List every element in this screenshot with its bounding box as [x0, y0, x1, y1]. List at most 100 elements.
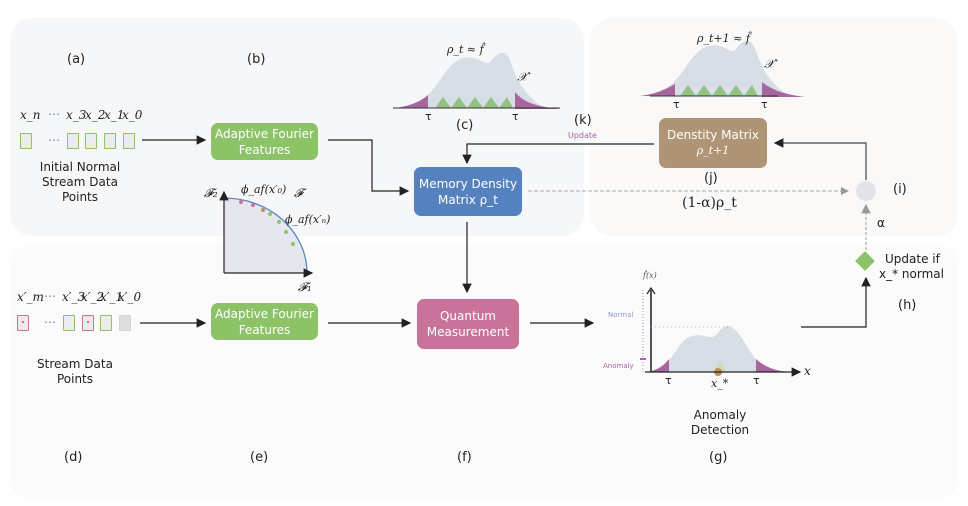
label-e: (e) — [250, 450, 269, 465]
density-c-title: ρ_t ≈ f̂ — [447, 43, 484, 56]
density-j-space: 𝒳′ — [764, 57, 778, 71]
data-point-normal — [123, 133, 135, 149]
arrow-detection-to-decision — [801, 276, 871, 328]
density-c-tau-right: τ — [512, 110, 519, 123]
box-line: Measurement — [426, 325, 510, 339]
stream-caption: Stream Data Points — [20, 357, 130, 387]
series-label: x′_m — [17, 290, 44, 304]
box-line: Denstity Matrix — [667, 128, 759, 142]
box-line: Adaptive Fourier — [215, 306, 314, 321]
phi-xn-label: ϕ_af(x′ₙ) — [285, 213, 331, 226]
density-plot-c — [393, 52, 560, 109]
data-point-normal — [20, 133, 32, 149]
anomaly-x-axis-label: x — [804, 364, 811, 378]
arrow-combine-to-density — [773, 138, 867, 180]
series-label: x′_1 — [100, 290, 124, 304]
box-line: Matrix ρ_t — [438, 192, 498, 207]
box-line: Features — [238, 322, 291, 337]
anomaly-detection-caption: Anomaly Detection — [680, 408, 760, 438]
density-j-tau-left: τ — [673, 98, 680, 111]
label-d: (d) — [64, 450, 83, 465]
anomaly-plot — [640, 286, 802, 377]
label-j: (j) — [704, 171, 718, 186]
arrow-density-to-memory — [462, 143, 654, 165]
label-h: (h) — [898, 298, 917, 313]
series-label: x′_2 — [81, 290, 105, 304]
caption-line: x_* normal — [879, 267, 944, 281]
feature-point — [251, 203, 255, 207]
caption-line: Anomaly — [693, 408, 747, 422]
caption-line: Detection — [690, 423, 750, 437]
feature-space-plot — [219, 190, 314, 278]
box-line: ρ_t+1 — [696, 144, 730, 157]
density-matrix-update-box[interactable]: Denstity Matrix ρ_t+1 — [659, 118, 767, 168]
data-point-unknown — [119, 315, 131, 331]
feature-point — [291, 242, 295, 246]
alpha-label: α — [877, 216, 885, 230]
feature-axis-x: 𝓕₁ — [298, 280, 312, 294]
label-a: (a) — [67, 52, 86, 67]
box-line: Features — [238, 142, 291, 157]
phi-x0-label: ϕ_af(x′₀) — [241, 183, 287, 196]
caption-line: Initial Normal — [39, 160, 121, 174]
box-line: Adaptive Fourier — [215, 126, 314, 141]
update-panel — [590, 18, 958, 236]
feature-point — [284, 230, 288, 234]
anomaly-y-axis-label: f̂(x) — [643, 271, 657, 280]
series-label: x_2 — [85, 108, 106, 122]
data-point-normal — [63, 315, 75, 331]
series-label: x_0 — [122, 108, 143, 122]
series-label: x′_3 — [62, 290, 86, 304]
anomaly-tau-right: τ — [753, 374, 760, 387]
density-plot-j — [640, 40, 805, 97]
caption-line: Points — [61, 190, 99, 204]
feature-point — [261, 208, 265, 212]
feature-point — [268, 212, 272, 216]
box-line: Quantum — [439, 309, 496, 323]
points-ellipsis: … — [44, 312, 56, 326]
feature-point — [277, 220, 281, 224]
feature-point — [239, 200, 243, 204]
density-c-space: 𝒳′ — [517, 70, 531, 84]
box-line: Memory Density — [418, 176, 518, 191]
caption-line: Points — [56, 372, 94, 386]
combine-node — [856, 181, 876, 201]
series-ellipsis: … — [44, 286, 56, 300]
label-i: (i) — [893, 182, 907, 197]
data-point-anomaly — [82, 315, 94, 331]
series-ellipsis: … — [48, 104, 60, 118]
data-point-anomaly — [17, 315, 29, 331]
decision-diamond — [855, 251, 875, 271]
label-c: (c) — [456, 118, 474, 133]
feature-axis-y: 𝓕₂ — [204, 186, 218, 200]
density-j-title: ρ_t+1 ≈ f̂ — [697, 32, 750, 45]
feature-space-label: 𝓕 — [294, 186, 303, 200]
decision-caption: Update if x_* normal — [879, 252, 949, 282]
normal-label: Normal — [608, 311, 634, 319]
test-point-label: x_* — [711, 377, 729, 390]
series-label: x′_0 — [118, 290, 142, 304]
series-label: x_3 — [66, 108, 87, 122]
data-point-normal — [104, 133, 116, 149]
series-label: x_1 — [104, 108, 125, 122]
initial-stream-caption: Initial Normal Stream Data Points — [20, 160, 140, 205]
label-b: (b) — [247, 52, 266, 67]
caption-line: Stream Data — [37, 357, 113, 371]
anomaly-tau-left: τ — [665, 374, 672, 387]
data-point-normal — [85, 133, 97, 149]
label-f: (f) — [457, 450, 472, 465]
density-c-tau-left: τ — [425, 110, 432, 123]
series-label: x_n — [20, 108, 41, 122]
data-point-normal — [67, 133, 79, 149]
label-g: (g) — [709, 450, 728, 465]
density-j-tau-right: τ — [761, 98, 768, 111]
arrow-aff-to-memory — [328, 139, 410, 196]
points-ellipsis: … — [48, 130, 60, 144]
label-k: (k) — [574, 113, 592, 128]
anomaly-label: Anomaly — [603, 362, 634, 370]
